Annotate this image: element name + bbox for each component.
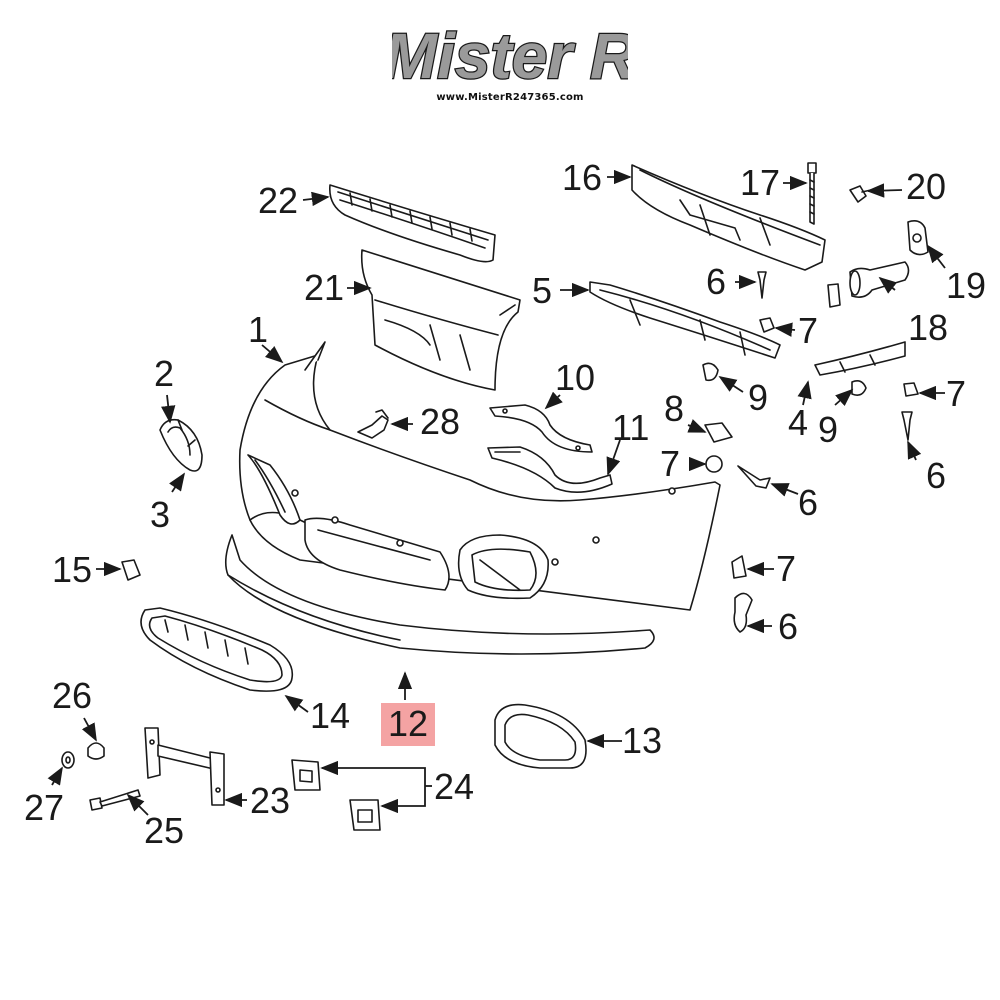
bolt-25-part [89,789,141,811]
callout-28[interactable]: 28 [420,401,461,442]
leader-lines [47,169,946,816]
callout-5[interactable]: 5 [532,270,553,311]
callout-18[interactable]: 18 [908,307,949,348]
clip-8-part [704,422,733,443]
bumper-cover-part [238,341,721,611]
callout-6c[interactable]: 6 [798,482,819,523]
callout-4[interactable]: 4 [788,402,809,443]
callout-8[interactable]: 8 [664,388,685,429]
upper-grille-part [328,184,496,263]
callout-9b[interactable]: 9 [818,409,839,450]
trim-ring-part [494,703,587,769]
callout-6a[interactable]: 6 [706,261,727,302]
tow-eye-part [827,261,910,308]
callout-19[interactable]: 19 [946,265,987,306]
grille-insert-part [140,607,294,692]
stud-28-part [357,409,389,439]
callout-7c[interactable]: 7 [660,443,681,484]
mister-r-logo: Mister R [392,19,628,94]
callout-1[interactable]: 1 [248,309,269,350]
callout-11[interactable]: 11 [612,407,650,448]
callout-15[interactable]: 15 [52,549,93,590]
callout-21[interactable]: 21 [304,267,345,308]
callout-9a[interactable]: 9 [748,377,769,418]
callout-20[interactable]: 20 [906,166,947,207]
lower-bracket-part [487,446,613,493]
callout-25[interactable]: 25 [144,810,185,851]
side-bracket-part [814,341,906,376]
callout-13[interactable]: 13 [622,720,663,761]
nut-15-part [121,559,141,581]
callout-22[interactable]: 22 [258,180,299,221]
cap-26-part [87,742,105,760]
mount-bracket-part [144,727,225,806]
callout-6d[interactable]: 6 [778,606,799,647]
callout-23[interactable]: 23 [250,780,291,821]
upper-bracket-part [489,404,593,453]
callout-3[interactable]: 3 [150,494,171,535]
grommet-parts [702,362,867,396]
callout-7a[interactable]: 7 [798,310,819,351]
long-bolt-part [807,162,817,225]
reinforcement-part [589,281,781,359]
nut-parts [705,317,919,579]
washer-27-part [61,751,75,769]
callout-27[interactable]: 27 [24,787,65,828]
callout-7d[interactable]: 7 [776,548,797,589]
svg-text:Mister R: Mister R [392,20,628,92]
logo-url: www.MisterR247365.com [436,92,584,103]
mount-24-parts [291,759,381,831]
bolt-20-part [849,185,881,203]
air-guide-part [360,249,521,391]
callout-2[interactable]: 2 [154,353,175,394]
callout-6b[interactable]: 6 [926,455,947,496]
impact-absorber-part [631,164,826,271]
lower-spoiler-part [224,534,655,655]
gasket-part [907,220,929,256]
callout-16[interactable]: 16 [562,157,603,198]
screw-parts [733,271,913,633]
callout-24[interactable]: 24 [434,766,475,807]
callout-26[interactable]: 26 [52,675,93,716]
callout-10[interactable]: 10 [555,357,596,398]
callout-14[interactable]: 14 [310,695,351,736]
callout-7b[interactable]: 7 [946,373,967,414]
callout-12-highlighted[interactable]: 12 [381,703,436,746]
callout-17[interactable]: 17 [740,162,781,203]
fog-light-part [159,418,203,472]
